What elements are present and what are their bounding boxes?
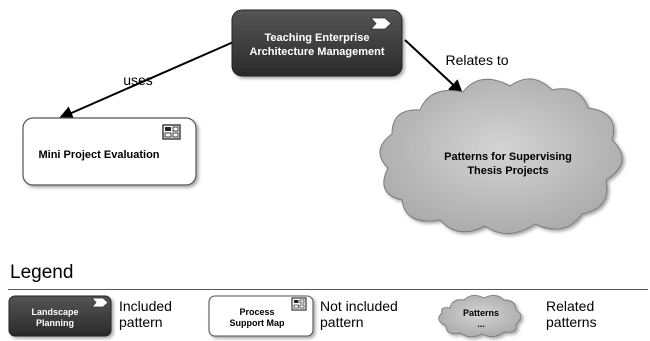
- legend-not-included-desc: Not included pattern: [320, 298, 398, 330]
- chevron-icon: [370, 17, 392, 30]
- node-teaching-ea-management-line1: Teaching Enterprise: [265, 32, 370, 44]
- node-patterns-supervising-thesis-line1: Patterns for Supervising: [444, 151, 572, 163]
- node-patterns-supervising-thesis-line2: Thesis Projects: [467, 165, 548, 177]
- legend-not-included-line1: Process: [239, 307, 274, 317]
- legend-related-line2: ...: [477, 319, 485, 329]
- legend-grid-icon: [291, 297, 307, 311]
- relates-to-edge: [404, 39, 464, 94]
- legend-related-desc: Related patterns: [546, 298, 597, 330]
- legend-chevron-icon: [91, 297, 109, 308]
- legend-included-line1: Landscape: [31, 307, 78, 317]
- legend-divider: [8, 289, 648, 290]
- legend-title: Legend: [10, 262, 74, 283]
- legend-included-line2: Planning: [36, 318, 74, 328]
- uses-edge: [58, 39, 239, 120]
- node-teaching-ea-management-line2: Architecture Management: [249, 46, 384, 58]
- uses-label: uses: [123, 72, 153, 88]
- legend-included-desc: Included pattern: [119, 298, 172, 330]
- relates-to-label: Relates to: [445, 52, 508, 68]
- legend-included-swatch: [8, 295, 112, 337]
- node-mini-project-evaluation-label: Mini Project Evaluation: [38, 149, 159, 161]
- legend-not-included-line2: Support Map: [230, 318, 285, 328]
- legend-related-line1: Patterns: [463, 308, 499, 318]
- node-teaching-ea-management[interactable]: [231, 9, 403, 77]
- grid-icon: [162, 124, 181, 140]
- node-patterns-supervising-thesis[interactable]: [379, 78, 623, 234]
- node-mini-project-evaluation[interactable]: [22, 117, 197, 186]
- legend-related-swatch: [438, 295, 522, 338]
- legend-not-included-swatch: [208, 295, 314, 337]
